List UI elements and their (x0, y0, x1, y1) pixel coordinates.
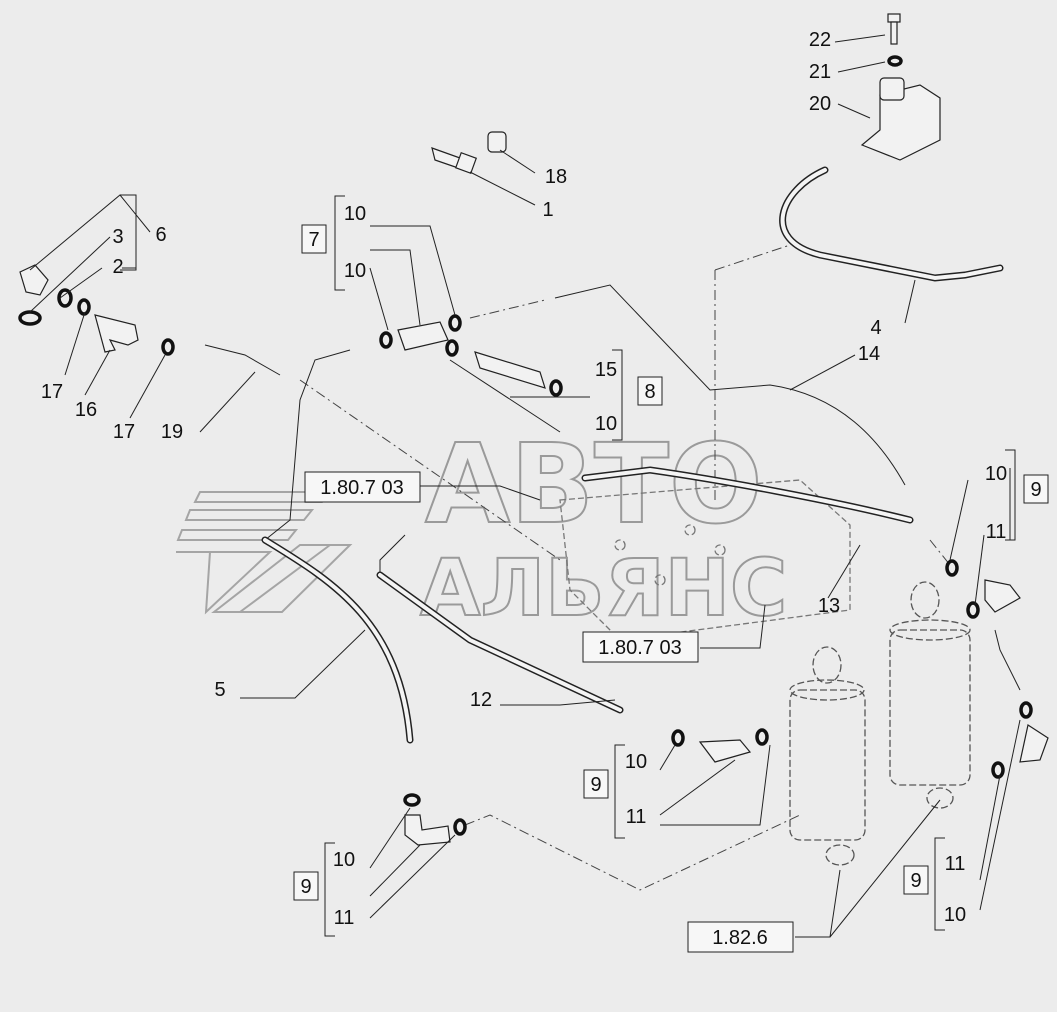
pipe-right (994, 629, 1021, 691)
label-10-mid: 10 (625, 751, 647, 773)
part-labels: 22 21 20 18 1 6 3 2 17 16 17 19 10 10 15… (41, 29, 1007, 929)
watermark-line2: АЛЬЯНС (420, 544, 787, 634)
label-10-left: 10 (333, 849, 355, 871)
kit-box-9-lower-right (903, 865, 929, 895)
seal-11-mid (755, 728, 769, 746)
kit-box-7 (301, 224, 327, 254)
label-5: 5 (214, 679, 225, 701)
elbow-left (404, 814, 451, 846)
elbow-6 (19, 264, 49, 296)
adapter-15 (474, 351, 546, 389)
label-10-kit7-b: 10 (344, 260, 366, 282)
reference-boxes: 1.80.7 03 1.80.7 03 1.82.6 (304, 471, 794, 953)
hose-13 (581, 466, 914, 524)
ring-2 (57, 288, 73, 308)
seal-10-k8 (445, 339, 459, 357)
watermark: АВТО АЛЬЯНС (176, 419, 788, 635)
elbow-lower-right (1019, 724, 1049, 763)
valve-block (559, 479, 851, 641)
label-4: 4 (870, 317, 881, 339)
oring-3 (18, 310, 42, 326)
cylinder-left (789, 646, 866, 866)
kit-boxes: 7 8 9 9 9 9 (293, 224, 1049, 901)
tee-fitting-7 (397, 321, 449, 351)
cylinder-right (889, 581, 971, 809)
label-1: 1 (542, 199, 553, 221)
seal-10-k7a (379, 331, 393, 349)
seal-11-left (453, 818, 467, 836)
label-19: 19 (161, 421, 183, 443)
cap-18 (487, 131, 507, 153)
kit-brackets (120, 194, 1016, 937)
ref-mid[interactable]: 1.80.7 03 (598, 637, 681, 659)
label-14: 14 (858, 343, 880, 365)
seal-15 (549, 379, 563, 397)
label-16: 16 (75, 399, 97, 421)
kit-7: 7 (308, 229, 319, 251)
dashed-connections (299, 244, 951, 891)
pipe-14 (554, 284, 906, 486)
seal-10-k7b (448, 314, 462, 332)
seal-17a (77, 298, 91, 316)
label-10-lower-right: 10 (944, 904, 966, 926)
kit-9-right: 9 (1030, 479, 1041, 501)
seal-10-left (403, 793, 421, 807)
label-12: 12 (470, 689, 492, 711)
bolt-22 (887, 13, 901, 45)
seal-17b (161, 338, 175, 356)
label-2: 2 (112, 256, 123, 278)
kit-box-9-left (293, 871, 319, 901)
kit-9-left: 9 (300, 876, 311, 898)
label-6: 6 (155, 224, 166, 246)
hose-4 (779, 166, 1004, 282)
label-13: 13 (818, 595, 840, 617)
leader-lines (29, 34, 1021, 938)
watermark-line1: АВТО (425, 420, 763, 548)
tee-16 (94, 314, 139, 353)
label-17-b: 17 (113, 421, 135, 443)
label-22: 22 (809, 29, 831, 51)
kit-box-8 (637, 376, 663, 406)
ref-box-mid[interactable] (582, 631, 699, 663)
label-11-lower-right: 11 (945, 853, 966, 875)
bracket-20 (860, 77, 941, 161)
label-21: 21 (809, 61, 831, 83)
watermark-logo-mark (176, 491, 353, 615)
label-20: 20 (809, 93, 831, 115)
elbow-mid (698, 739, 752, 763)
ref-top[interactable]: 1.80.7 03 (320, 477, 403, 499)
label-10-right: 10 (985, 463, 1007, 485)
kit-box-9-mid (583, 769, 609, 799)
ref-box-top[interactable] (304, 471, 421, 503)
washer-21 (887, 55, 903, 67)
label-10-kit8: 10 (595, 413, 617, 435)
label-11-right: 11 (986, 521, 1007, 543)
elbow-right (984, 579, 1021, 613)
plug-1 (431, 147, 478, 175)
ref-box-bottom[interactable] (687, 921, 794, 953)
seal-10-mid (671, 729, 685, 747)
hose-12 (376, 534, 624, 714)
seal-10-right (945, 559, 959, 577)
pipe-5 (261, 349, 414, 744)
kit-9-mid: 9 (590, 774, 601, 796)
seal-10-lower-right (1019, 701, 1033, 719)
label-15: 15 (595, 359, 617, 381)
label-10-kit7-a: 10 (344, 203, 366, 225)
ref-bottom[interactable]: 1.82.6 (712, 927, 768, 949)
label-11-mid: 11 (626, 806, 647, 828)
kit-box-9-right (1023, 474, 1049, 504)
label-11-left: 11 (334, 907, 355, 929)
kit-8: 8 (644, 381, 655, 403)
label-18: 18 (545, 166, 567, 188)
seal-11-right (966, 601, 980, 619)
pipe-19 (204, 344, 281, 376)
label-3: 3 (112, 226, 123, 248)
label-17-a: 17 (41, 381, 63, 403)
seal-11-lower-right (991, 761, 1005, 779)
kit-9-lower-right: 9 (910, 870, 921, 892)
